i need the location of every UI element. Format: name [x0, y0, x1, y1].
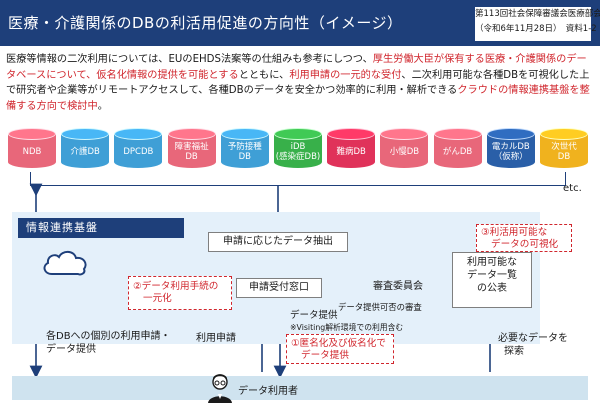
database-cylinder-top: [61, 128, 110, 140]
meeting-info-box: 第113回社会保障審議会医療部会 （令和6年11月28日） 資料1-2: [474, 6, 600, 42]
database-label: 難病DB: [336, 147, 366, 157]
database-cylinder: 予防接種 DB: [220, 128, 269, 172]
database-label: 電カルDB （仮称）: [491, 142, 530, 162]
apply-label: 利用申請: [196, 333, 236, 344]
database-cylinder: 介護DB: [61, 128, 110, 172]
explore-line-2: 探索: [504, 346, 524, 357]
database-cylinder-top: [433, 128, 482, 140]
database-cylinder-top: [274, 128, 322, 140]
cloud-icon: [43, 250, 87, 276]
database-label: 予防接種 DB: [227, 142, 262, 162]
data-user-label: データ利用者: [238, 386, 298, 397]
data-list-line-3: の公表: [477, 283, 507, 294]
page-title: 医療・介護関係のDBの利活用促進の方向性（イメージ）: [8, 14, 403, 32]
individual-line-1: 各DBへの個別の利用申請・: [46, 331, 171, 342]
intro-part-5: 、二次利用可能な各種DBを可視化した上で研究者や企業等がリモートアクセスして、各…: [6, 69, 590, 97]
provide-note: ※Visiting解析環境での利用含む: [290, 323, 404, 332]
data-user-bar: [12, 376, 588, 400]
database-cylinder-top: [486, 128, 535, 140]
meeting-line-1: 第113回社会保障審議会医療部会: [475, 9, 600, 19]
data-list-box: 利用可能な データ一覧 の公表: [452, 252, 532, 308]
individual-application-label: 各DBへの個別の利用申請・ データ提供: [46, 330, 171, 356]
intro-part-1: 医療等情報の二次利用については、EUのEHDS法案等の仕組みも参考にしつつ、: [6, 54, 373, 65]
database-cylinder-top: [540, 128, 588, 140]
application-window-box: 申請受付窓口: [236, 278, 322, 298]
database-cylinder: 障害福祉 DB: [167, 128, 216, 172]
database-row: NDB 介護DB DPCDB 障害福祉 DB 予防接種 DB iDB (感染症DB) 難病D…: [6, 118, 596, 178]
intro-part-3: とともに、: [238, 69, 290, 81]
database-cylinder-top: [327, 128, 376, 140]
database-cylinder-top: [8, 128, 56, 140]
database-collector-line: [30, 172, 566, 186]
database-cylinder: 次世代 DB: [540, 128, 588, 172]
database-cylinder: DPCDB: [114, 128, 163, 172]
callout-unified-procedure: ②データ利用手続の 一元化: [128, 276, 232, 310]
database-label: 介護DB: [70, 147, 100, 157]
data-list-line-1: 利用可能な: [467, 257, 517, 268]
explore-label: 必要なデータを 探索: [498, 332, 568, 358]
database-cylinder: 難病DB: [327, 128, 376, 172]
database-cylinder: がんDB: [433, 128, 482, 172]
data-extract-box: 申請に応じたデータ抽出: [208, 232, 348, 252]
intro-part-2: 厚生労働大臣が保有する医療・介護関係のデータベースについて、仮名化情報の提供を可…: [6, 54, 587, 81]
database-label: 小慢DB: [389, 147, 420, 157]
database-cylinder-top: [114, 128, 163, 140]
intro-part-4: 利用申請の一元的な受付: [289, 69, 402, 81]
database-cylinder: iDB (感染症DB): [274, 128, 322, 172]
explore-line-1: 必要なデータを: [498, 333, 568, 344]
data-list-line-2: データ一覧: [467, 270, 517, 281]
database-label: がんDB: [442, 147, 473, 157]
review-sub-label: データ提供可否の審査: [338, 302, 422, 312]
etc-label: etc.: [563, 183, 582, 194]
callout-1-line-2: データ提供: [301, 350, 349, 361]
intro-part-7: 。: [97, 100, 108, 112]
platform-label: 情報連携基盤: [18, 218, 184, 238]
callout-3-line-1: ③利活用可能な: [481, 227, 548, 238]
review-committee-label: 審査委員会: [373, 281, 423, 292]
database-cylinder-top: [167, 128, 216, 140]
database-cylinder-top: [220, 128, 269, 140]
person-with-glasses-icon: [208, 374, 232, 403]
callout-anonymized-provision: ①匿名化及び仮名化で データ提供: [286, 334, 394, 364]
database-label: iDB (感染症DB): [275, 142, 321, 162]
callout-2-line-1: ②データ利用手続の: [133, 281, 219, 292]
database-label: 障害福祉 DB: [174, 142, 209, 162]
meeting-line-2: （令和6年11月28日） 資料1-2: [475, 24, 597, 34]
callout-1-line-1: ①匿名化及び仮名化で: [291, 338, 386, 349]
intro-text: 医療等情報の二次利用については、EUのEHDS法案等の仕組みも参考にしつつ、厚生…: [6, 52, 596, 114]
database-cylinder-top: [380, 128, 429, 140]
provide-label: データ提供: [290, 310, 338, 321]
database-label: DPCDB: [123, 147, 154, 157]
database-cylinder: 電カルDB （仮称）: [486, 128, 535, 172]
database-cylinder: 小慢DB: [380, 128, 429, 172]
callout-visualization: ③利活用可能な データの可視化: [476, 224, 572, 252]
individual-line-2: データ提供: [46, 344, 96, 355]
database-label: 次世代 DB: [551, 142, 577, 162]
callout-2-line-2: 一元化: [143, 293, 172, 304]
database-label: NDB: [22, 147, 42, 157]
callout-3-line-2: データの可視化: [491, 239, 559, 250]
intro-part-6: クラウドの情報連携基盤を整備する方向で検討中: [6, 85, 590, 112]
database-cylinder: NDB: [8, 128, 56, 172]
